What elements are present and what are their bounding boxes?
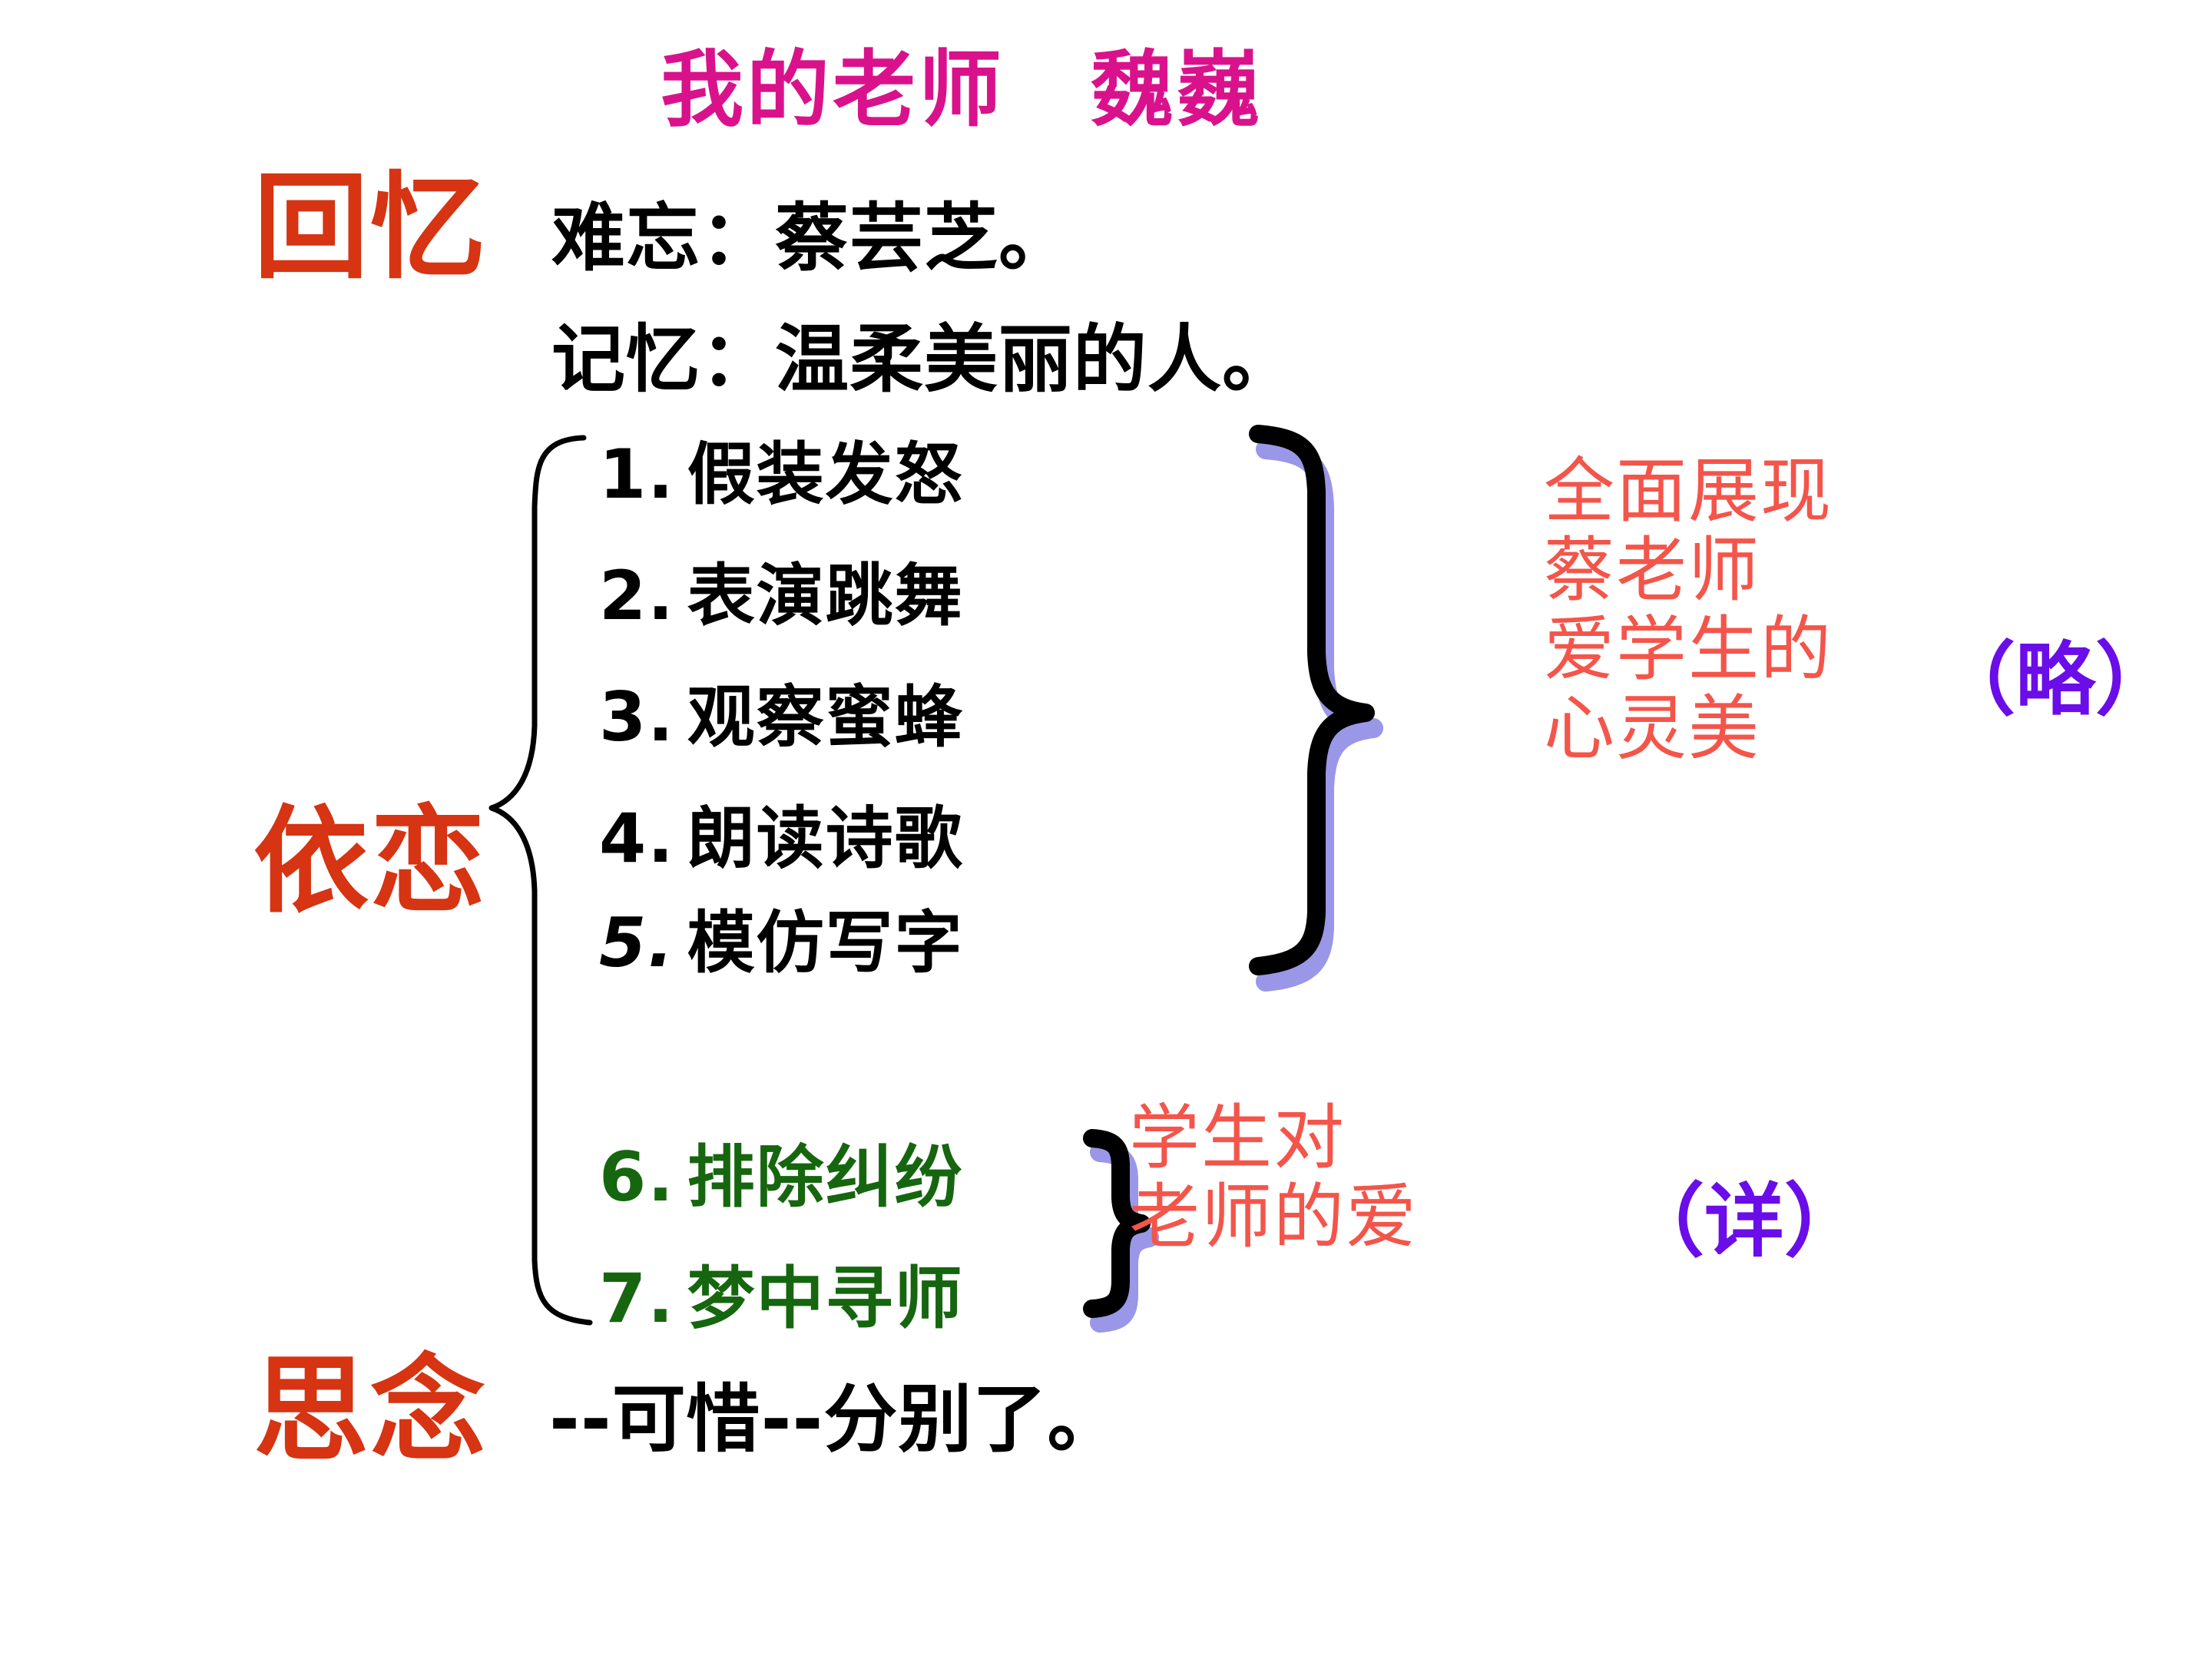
annotation-group-b-summary: 学生对老师的爱	[1129, 1098, 1418, 1257]
section-label-attachment: 依恋	[253, 795, 488, 929]
list-item-label: 排除纠纷	[687, 1137, 964, 1217]
list-item: 5.模仿写字	[599, 889, 964, 986]
page-title: 我的老师 魏巍	[661, 42, 1263, 138]
list-item-label: 表演跳舞	[687, 556, 964, 635]
recall-line-memory: 记忆：温柔美丽的人。	[551, 316, 1296, 402]
list-item-number: 3.	[599, 677, 675, 757]
annotation-line: 心灵美	[1544, 687, 1761, 770]
list-item-number: 5.	[599, 903, 675, 982]
annotation-line: 全面展现	[1544, 450, 1833, 532]
list-item-label: 观察蜜蜂	[687, 677, 964, 757]
list-item: 7.梦中寻师	[599, 1244, 964, 1342]
list-item-number: 7.	[599, 1259, 675, 1338]
annotation-group-a-summary: 全面展现蔡老师爱学生的心灵美	[1544, 452, 1833, 768]
list-item-label: 模仿写字	[687, 903, 964, 982]
group-a-brace-shadow-icon	[1256, 439, 1383, 992]
list-item-number: 6.	[599, 1137, 675, 1217]
longing-line-tail: --可惜--分别了。	[549, 1376, 1122, 1462]
section-label-longing: 思念	[253, 1344, 488, 1478]
section-label-recall: 回忆	[253, 161, 488, 295]
annotation-detailed-marker: （详）	[1624, 1174, 1865, 1268]
list-item-label: 朗读诗歌	[687, 799, 964, 878]
list-item: 3.观察蜜蜂	[599, 663, 964, 760]
list-item-label: 假装发怒	[687, 435, 964, 514]
annotation-brief-marker: （略）	[1936, 633, 2176, 727]
left-group-brace-icon	[488, 435, 593, 1326]
annotation-line: 学生对	[1129, 1097, 1346, 1179]
list-item-number: 1.	[599, 435, 675, 514]
list-item: 1.假装发怒	[599, 420, 964, 518]
recall-line-unforgettable: 难忘：蔡芸芝。	[551, 195, 1073, 281]
list-item-label: 梦中寻师	[687, 1259, 964, 1338]
list-item-number: 2.	[599, 556, 675, 635]
annotation-line: 老师的爱	[1129, 1176, 1419, 1259]
annotation-line: 蔡老师	[1544, 529, 1761, 612]
list-item: 4.朗读诗歌	[599, 784, 964, 882]
list-item: 6.排除纠纷	[599, 1123, 964, 1220]
annotation-line: 爱学生的	[1544, 608, 1833, 691]
list-item-number: 4.	[599, 799, 675, 878]
list-item: 2.表演跳舞	[599, 541, 964, 639]
group-a-brace-icon	[1249, 425, 1375, 975]
